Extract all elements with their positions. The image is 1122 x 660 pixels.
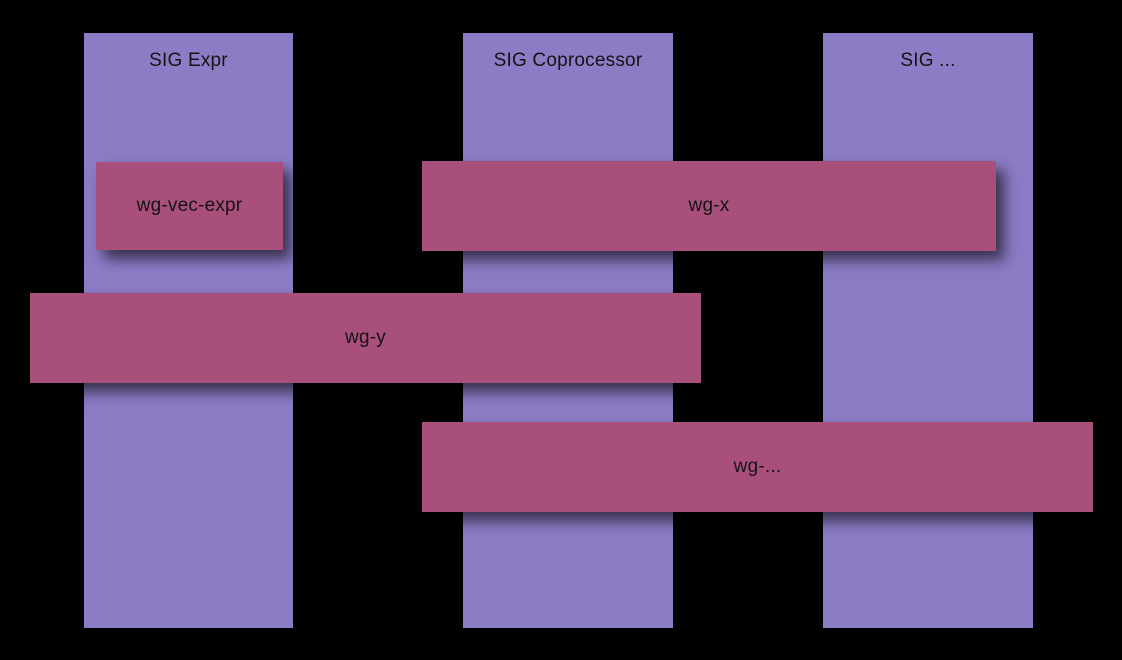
bar-wg-y: wg-y [30, 293, 701, 383]
column-sig-coprocessor-label: SIG Coprocessor [493, 50, 643, 71]
column-sig-ellipsis: SIG ... [823, 33, 1033, 628]
bar-wg-x-label: wg-x [688, 195, 730, 216]
bar-wg-x: wg-x [422, 161, 996, 251]
bar-wg-y-label: wg-y [345, 327, 386, 348]
column-sig-ellipsis-label: SIG ... [900, 50, 956, 71]
bar-wg-ellipsis-label: wg-... [733, 456, 782, 477]
column-sig-expr-label: SIG Expr [149, 50, 228, 71]
bar-wg-vec-expr-label: wg-vec-expr [136, 195, 243, 216]
bar-wg-ellipsis: wg-... [422, 422, 1093, 512]
bar-wg-vec-expr: wg-vec-expr [96, 162, 283, 250]
